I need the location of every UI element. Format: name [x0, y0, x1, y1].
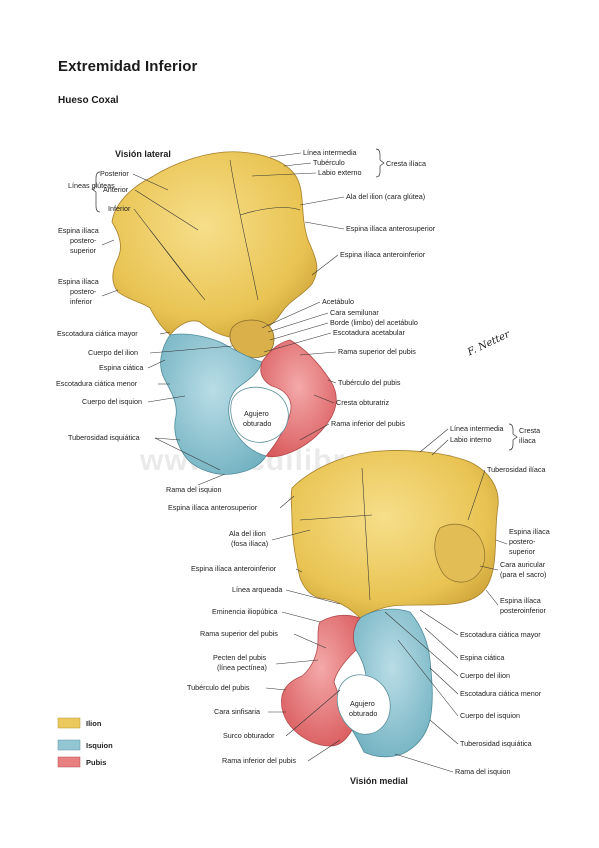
label: Línea intermedia: [303, 148, 357, 157]
label: Cuerpo del ilion: [88, 348, 138, 357]
label: Cara sinfisaria: [214, 707, 260, 716]
label: Espina ilíaca: [58, 277, 99, 286]
label: Eminencia iliopúbica: [212, 607, 278, 616]
legend-swatch-pubis: [57, 756, 81, 768]
label: Escotadura acetabular: [333, 328, 406, 337]
label: Espina ilíaca anterosuperior: [346, 224, 436, 233]
label: Escotadura ciática mayor: [460, 630, 541, 639]
label: Rama del isquion: [455, 767, 511, 776]
label: Espina ciática: [99, 363, 143, 372]
label: Línea arqueada: [232, 585, 282, 594]
label: Surco obturador: [223, 731, 275, 740]
label: Cresta ilíaca: [386, 159, 426, 168]
legend-swatch-ilion: [57, 717, 81, 729]
legend: Ilion Isquion Pubis: [57, 717, 113, 768]
medial-view-title: Visión medial: [350, 776, 408, 786]
label: Cuerpo del ilion: [460, 671, 510, 680]
label: Escotadura ciática menor: [56, 379, 138, 388]
label: postero-: [70, 236, 97, 245]
lateral-view-title: Visión lateral: [115, 149, 171, 159]
label: Labio interno: [450, 435, 492, 444]
label: Líneas glúteas: [68, 181, 115, 190]
label: Ala del ilion: [229, 529, 266, 538]
label: Inferior: [108, 204, 131, 213]
label: superior: [70, 246, 97, 255]
label: Rama inferior del pubis: [331, 419, 405, 428]
label: Tuberosidad isquiática: [68, 433, 140, 442]
label: posteroinferior: [500, 606, 547, 615]
label: Línea intermedia: [450, 424, 504, 433]
label: Cuerpo del isquion: [460, 711, 520, 720]
label: Cresta: [519, 426, 540, 435]
gluteal-line: [229, 159, 259, 301]
label: Agujero: [244, 409, 269, 418]
legend-label-pubis: Pubis: [86, 758, 106, 767]
label: (línea pectínea): [217, 663, 267, 672]
label: Pecten del pubis: [213, 653, 267, 662]
medial-auricular-surface: [434, 523, 486, 583]
label: Posterior: [100, 169, 129, 178]
label: Tubérculo: [313, 158, 345, 167]
label: superior: [509, 547, 536, 556]
label: postero-: [509, 537, 536, 546]
label: Espina ilíaca: [58, 226, 99, 235]
page-subtitle: Hueso Coxal: [58, 95, 119, 106]
label: Borde (limbo) del acetábulo: [330, 318, 418, 327]
label: Escotadura ciática mayor: [57, 329, 138, 338]
label: Cresta obturatriz: [336, 398, 390, 407]
label: Rama inferior del pubis: [222, 756, 296, 765]
lateral-pubis: [260, 339, 337, 458]
label: Espina ciática: [460, 653, 504, 662]
signature: F. Netter: [465, 329, 513, 359]
page-title: Extremidad Inferior: [58, 58, 198, 75]
legend-label-isquion: Isquion: [86, 741, 113, 750]
label: inferior: [70, 297, 93, 306]
label: obturado: [349, 709, 377, 718]
label: Cara semilunar: [330, 308, 379, 317]
label: Agujero: [350, 699, 375, 708]
lateral-ilion: [111, 151, 318, 339]
label: Espina ilíaca anteroinferior: [191, 564, 277, 573]
label: Cuerpo del isquion: [82, 397, 142, 406]
label: Anterior: [103, 185, 129, 194]
legend-label-ilion: Ilion: [86, 719, 102, 728]
label: Rama superior del pubis: [200, 629, 278, 638]
label: Tubérculo del pubis: [338, 378, 401, 387]
label: (fosa ilíaca): [231, 539, 268, 548]
label: Tuberosidad isquiática: [460, 739, 532, 748]
medial-view: Visión medial Línea intermedia Labio int…: [168, 423, 550, 786]
label: Ala del ilion (cara glútea): [346, 192, 425, 201]
label: Espina ilíaca: [500, 596, 541, 605]
label: Cara auricular: [500, 560, 546, 569]
label: Labio externo: [318, 168, 362, 177]
label: Rama del isquion: [166, 485, 222, 494]
lateral-view: Visión lateral Línea intermedia Tubércul…: [56, 148, 436, 494]
label: obturado: [243, 419, 271, 428]
label: Espina ilíaca anterosuperior: [168, 503, 258, 512]
label: Espina ilíaca anteroinferior: [340, 250, 426, 259]
label: postero-: [70, 287, 97, 296]
lateral-obturator-foramen: [230, 386, 289, 443]
label: Acetábulo: [322, 297, 354, 306]
label: (para el sacro): [500, 570, 546, 579]
legend-swatch-isquion: [57, 739, 81, 751]
label: Tuberosidad ilíaca: [487, 465, 545, 474]
label: Tubérculo del pubis: [187, 683, 250, 692]
medial-obturator-foramen: [336, 674, 391, 735]
label: ilíaca: [519, 436, 536, 445]
label: Espina ilíaca: [509, 527, 550, 536]
label: Escotadura ciática menor: [460, 689, 542, 698]
label: Rama superior del pubis: [338, 347, 416, 356]
gluteal-line: [239, 207, 301, 216]
